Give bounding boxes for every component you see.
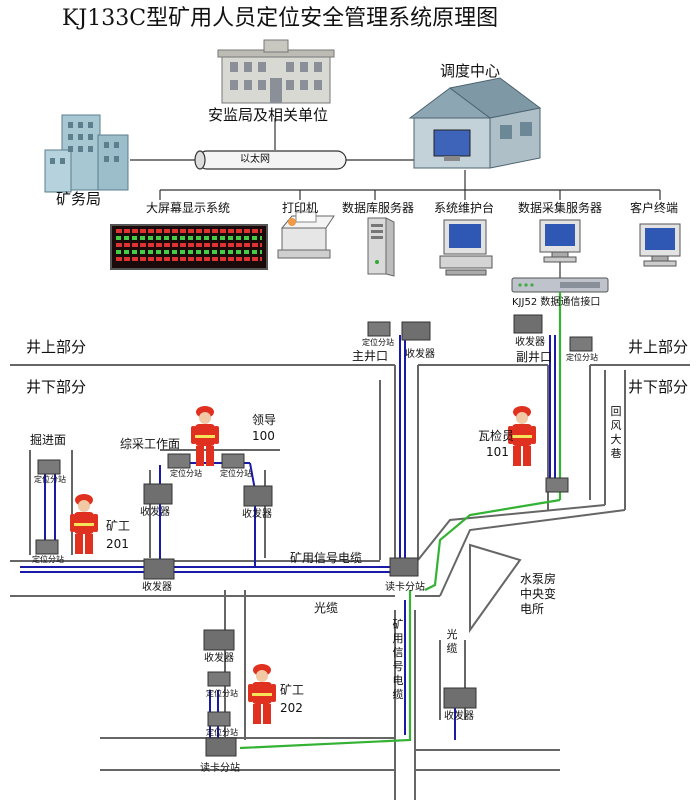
above-ground-left-label: 井上部分	[26, 338, 87, 356]
printer-icon	[277, 211, 335, 259]
miner2-label: 矿工	[280, 683, 305, 697]
below-ground-right-label: 井下部分	[628, 378, 689, 396]
client-terminal-icon	[639, 223, 681, 267]
client-terminal-label: 客户终端	[630, 201, 679, 215]
transceiver-label-aux-shaft: 收发器	[515, 337, 545, 348]
page-title: KJ133C型矿用人员定位安全管理系统原理图	[62, 6, 499, 31]
maintenance-label: 系统维护台	[434, 201, 495, 215]
signal-cable	[20, 335, 556, 745]
worker-miner2-icon	[248, 664, 276, 724]
miner1-id-label: 201	[106, 537, 129, 551]
return-air-label: 回风大巷	[610, 405, 622, 460]
aux-shaft-label: 副井口	[516, 350, 553, 364]
fiber-label: 光缆	[314, 601, 339, 615]
signal-cable-vertical-label: 矿用信号电缆	[392, 618, 404, 701]
control-center-house-icon	[408, 77, 542, 169]
data-server-monitor-icon	[539, 219, 581, 263]
tunnel-outlines	[10, 364, 690, 800]
locator-station-icons	[35, 321, 593, 727]
locator-label-lower-left: 定位分站	[32, 555, 64, 564]
bureau-label: 安监局及相关单位	[208, 106, 329, 124]
locator-label-face-2: 定位分站	[220, 469, 252, 478]
worker-figures	[70, 406, 536, 724]
leader-label: 领导	[252, 413, 277, 427]
transceiver-label-lower: 收发器	[204, 653, 234, 664]
transceiver-label-face-2: 收发器	[242, 509, 272, 520]
main-shaft-label: 主井口	[352, 349, 389, 363]
locator-label-main-shaft: 定位分站	[362, 338, 394, 347]
above-ground-right-label: 井上部分	[628, 338, 689, 356]
mine-bureau-building-icon	[44, 114, 129, 193]
fiber-vertical-label: 光缆	[446, 628, 458, 655]
printer-label: 打印机	[282, 201, 319, 215]
transceiver-label-face-1: 收发器	[140, 507, 170, 518]
data-server-label: 数据采集服务器	[518, 201, 603, 215]
big-screen-label: 大屏幕显示系统	[146, 201, 231, 215]
worker-miner1-icon	[70, 494, 98, 554]
kjj52-interface-icon	[511, 277, 609, 293]
mine-bureau-label: 矿务局	[56, 190, 102, 208]
leader-id-label: 100	[252, 429, 275, 443]
database-server-icon	[367, 217, 395, 277]
pump-room-label: 水泵房 中央变 电所	[520, 572, 557, 616]
gas-inspector-label: 瓦检员	[478, 429, 515, 443]
reader-label-lower: 读卡分站	[200, 763, 240, 774]
below-ground-left-label: 井下部分	[26, 378, 87, 396]
maintenance-console-icon	[439, 219, 493, 276]
locator-label-lower-1: 定位分站	[206, 689, 238, 698]
reader-label-center: 读卡分站	[385, 582, 425, 593]
worker-gas-inspector-icon	[508, 406, 536, 466]
miner1-label: 矿工	[106, 519, 131, 533]
mining-face-label: 综采工作面	[120, 437, 181, 451]
kjj52-label: KJJ52 数据通信接口	[512, 297, 601, 308]
locator-label-aux-shaft: 定位分站	[566, 353, 598, 362]
transceiver-label-main-road: 收发器	[142, 582, 172, 593]
big-screen-display	[110, 224, 268, 270]
locator-label-lower-2: 定位分站	[206, 728, 238, 737]
control-center-label: 调度中心	[440, 62, 501, 80]
db-server-label: 数据库服务器	[342, 201, 415, 215]
gas-inspector-id-label: 101	[486, 445, 509, 459]
transceiver-icons	[143, 314, 543, 709]
ethernet-tube	[194, 150, 347, 170]
fiber-cable	[239, 292, 562, 750]
worker-leader-icon	[191, 406, 219, 466]
transceiver-label-main-shaft: 收发器	[405, 349, 435, 360]
excavation-label: 掘进面	[30, 433, 67, 447]
miner2-id-label: 202	[280, 701, 303, 715]
locator-label-excavation: 定位分站	[34, 475, 66, 484]
signal-cable-label: 矿用信号电缆	[290, 551, 363, 565]
transceiver-label-right: 收发器	[444, 711, 474, 722]
bureau-building-icon	[217, 39, 335, 104]
reader-station-icons	[205, 557, 419, 757]
ethernet-label: 以太网	[240, 154, 270, 165]
locator-label-face-1: 定位分站	[170, 469, 202, 478]
